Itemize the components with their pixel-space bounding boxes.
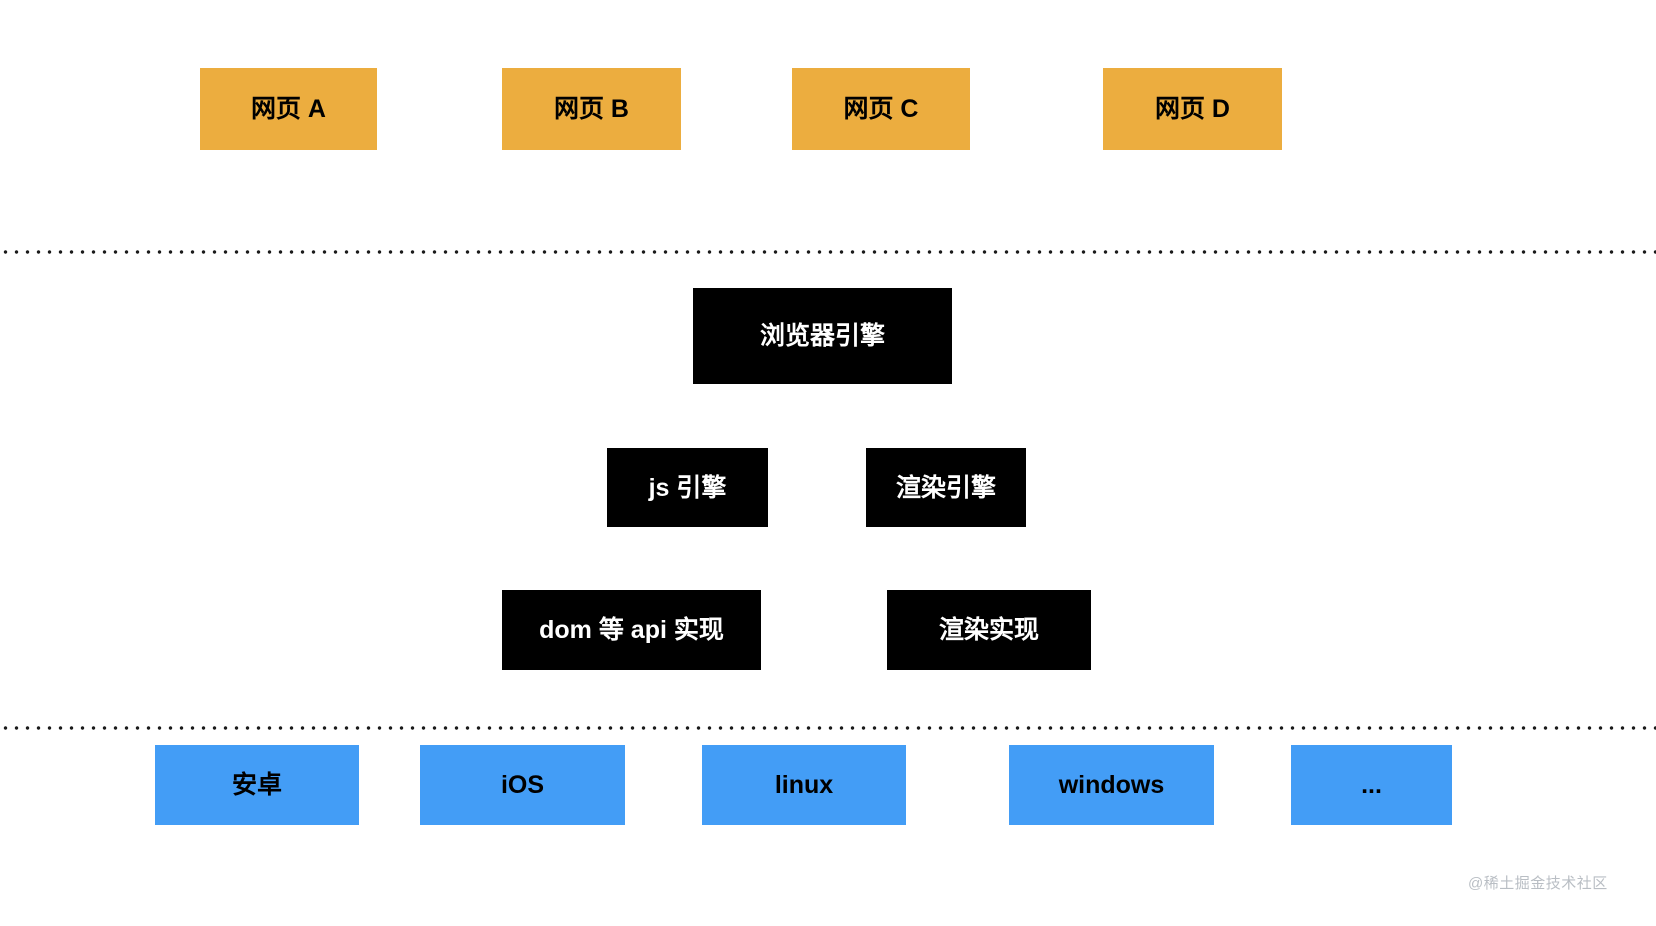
page-node-b: 网页 B (502, 68, 681, 150)
render-engine-node: 渲染引擎 (866, 448, 1026, 527)
page-node-a: 网页 A (200, 68, 377, 150)
platform-node-more-label: ... (1361, 771, 1382, 799)
platform-node-windows: windows (1009, 745, 1214, 825)
platform-node-linux-label: linux (774, 771, 834, 799)
browser-engine-node: 浏览器引擎 (693, 288, 952, 384)
platform-node-linux: linux (702, 745, 906, 825)
page-node-d-label: 网页 D (1154, 95, 1230, 123)
platform-node-android: 安卓 (155, 745, 359, 825)
js-engine-node-label: js 引擎 (648, 473, 727, 502)
platform-node-android-label: 安卓 (231, 771, 282, 799)
dom-api-impl-node-label: dom 等 api 实现 (539, 616, 724, 644)
page-node-b-label: 网页 B (553, 95, 629, 123)
render-engine-node-label: 渲染引擎 (895, 473, 996, 502)
platform-node-ios-label: iOS (500, 771, 545, 799)
divider-engine-platforms (0, 726, 1656, 730)
platform-node-more: ... (1291, 745, 1452, 825)
browser-engine-node-label: 浏览器引擎 (759, 322, 885, 350)
render-impl-node-label: 渲染实现 (938, 616, 1039, 644)
platform-node-windows-label: windows (1058, 771, 1165, 799)
platform-node-ios: iOS (420, 745, 625, 825)
js-engine-node: js 引擎 (607, 448, 768, 527)
render-impl-node: 渲染实现 (887, 590, 1091, 670)
page-node-a-label: 网页 A (250, 95, 326, 123)
watermark: @稀土掘金技术社区 (1468, 875, 1608, 892)
page-node-c-label: 网页 C (843, 95, 919, 123)
page-node-d: 网页 D (1103, 68, 1282, 150)
dom-api-impl-node: dom 等 api 实现 (502, 590, 761, 670)
page-node-c: 网页 C (792, 68, 970, 150)
divider-pages-engine (0, 250, 1656, 254)
